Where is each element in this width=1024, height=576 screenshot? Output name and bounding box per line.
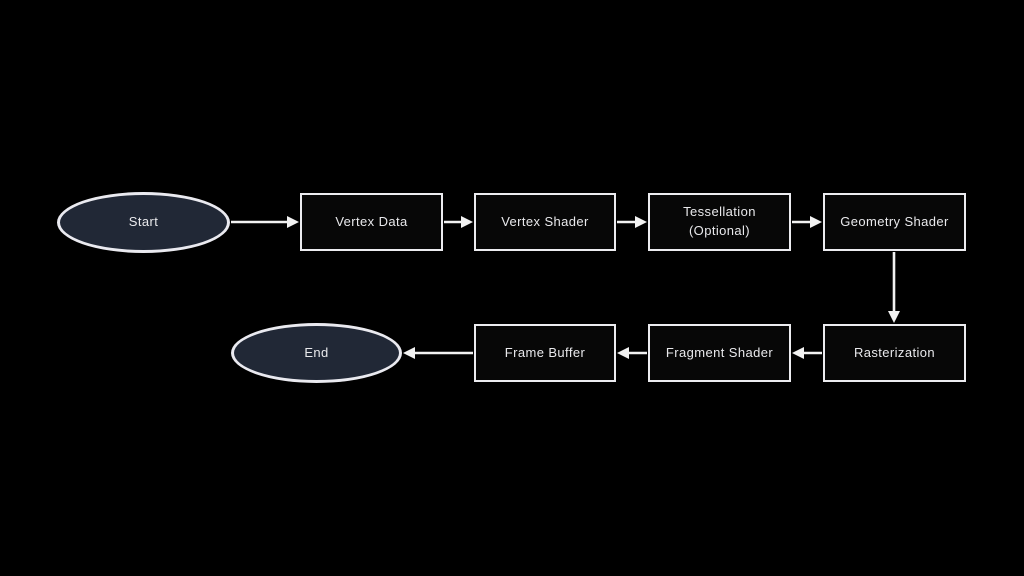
edge-vertex-shader-tessellation — [617, 216, 647, 228]
node-vertex-data-label: Vertex Data — [335, 213, 408, 229]
node-vertex-data[interactable]: Vertex Data — [300, 193, 443, 251]
edge-geometry-shader-rasterization — [888, 252, 900, 323]
node-tessellation[interactable]: Tessellation (Optional) — [648, 193, 791, 251]
node-tessellation-label: Tessellation (Optional) — [683, 204, 756, 238]
node-frame-buffer[interactable]: Frame Buffer — [474, 324, 616, 382]
edge-rasterization-fragment-shader — [792, 347, 822, 359]
node-frame-buffer-label: Frame Buffer — [504, 344, 586, 360]
node-rasterization-label: Rasterization — [853, 344, 936, 360]
node-end[interactable]: End — [231, 323, 402, 383]
node-vertex-shader-label: Vertex Shader — [501, 213, 589, 229]
node-geometry-shader[interactable]: Geometry Shader — [823, 193, 966, 251]
edge-fragment-shader-frame-buffer — [617, 347, 647, 359]
node-geometry-shader-label: Geometry Shader — [840, 213, 949, 229]
node-fragment-shader[interactable]: Fragment Shader — [648, 324, 791, 382]
node-vertex-shader[interactable]: Vertex Shader — [474, 193, 616, 251]
edge-tessellation-geometry-shader — [792, 216, 822, 228]
node-end-label: End — [304, 344, 329, 360]
edge-start-vertex-data — [231, 216, 299, 228]
edge-vertex-data-vertex-shader — [444, 216, 473, 228]
node-fragment-shader-label: Fragment Shader — [665, 344, 774, 360]
node-start-label: Start — [128, 214, 159, 230]
node-rasterization[interactable]: Rasterization — [823, 324, 966, 382]
edge-frame-buffer-end — [403, 347, 473, 359]
node-start[interactable]: Start — [57, 192, 230, 253]
